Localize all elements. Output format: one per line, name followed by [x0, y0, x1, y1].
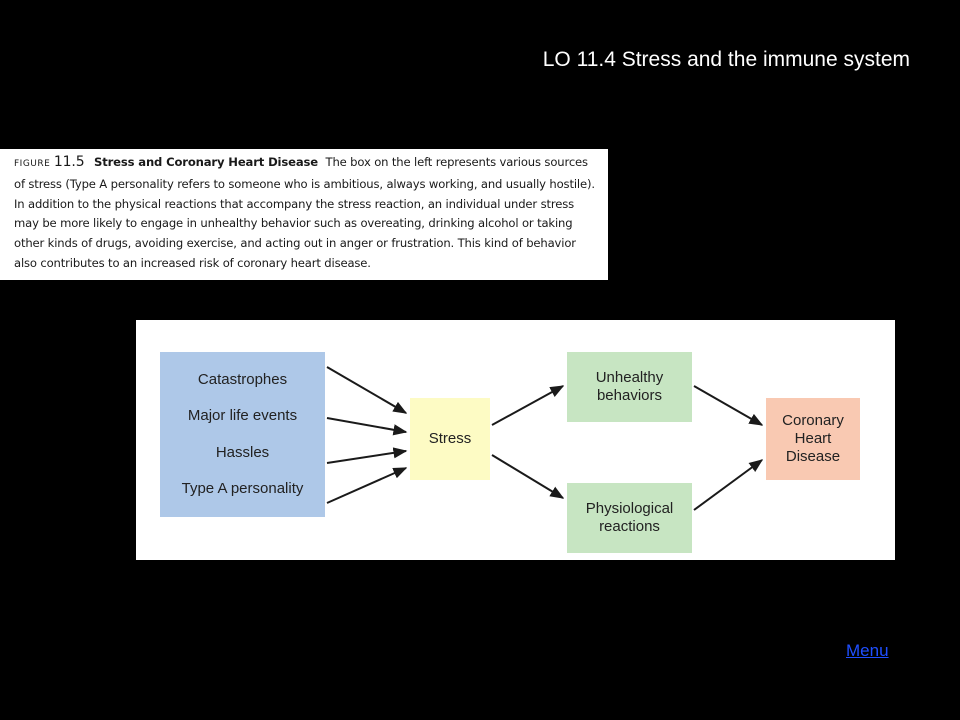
figure-caption: FIGURE 11.5 Stress and Coronary Heart Di… — [0, 149, 608, 280]
arrow-unhealthy-to-chd — [693, 385, 764, 426]
arrow-physiological-to-chd — [693, 459, 764, 511]
stress-label: Stress — [428, 430, 472, 447]
stress-box: Stress — [410, 398, 490, 480]
figure-title: Stress and Coronary Heart Disease — [94, 155, 318, 169]
unhealthy-label-line-1: Unhealthy — [595, 369, 664, 386]
source-major-life-events: Major life events — [187, 407, 298, 425]
arrow-type-a-to-stress — [326, 467, 408, 504]
source-type-a-personality: Type A personality — [181, 479, 304, 497]
arrow-hassles-to-stress — [326, 447, 408, 464]
outcome-label-line-3: Disease — [785, 448, 841, 465]
physiological-reactions-box: Physiological reactions — [567, 483, 692, 553]
stress-sources-box: Catastrophes Major life events Hassles T… — [160, 352, 325, 517]
outcome-label-line-2: Heart — [794, 430, 832, 447]
unhealthy-label-line-2: behaviors — [596, 387, 663, 404]
source-hassles: Hassles — [215, 443, 270, 461]
physiological-label-line-1: Physiological — [585, 500, 674, 517]
arrow-stress-to-unhealthy — [491, 385, 565, 426]
stress-diagram: Catastrophes Major life events Hassles T… — [136, 320, 895, 560]
coronary-heart-disease-box: Coronary Heart Disease — [766, 398, 860, 480]
unhealthy-behaviors-box: Unhealthy behaviors — [567, 352, 692, 422]
diagram-arrows — [326, 366, 764, 511]
source-catastrophes: Catastrophes — [197, 371, 288, 389]
arrow-catastrophes-to-stress — [326, 366, 408, 414]
figure-number: 11.5 — [53, 154, 85, 170]
slide-title: LO 11.4 Stress and the immune system — [542, 48, 910, 71]
arrow-stress-to-physiological — [491, 454, 565, 499]
figure-word: FIGURE — [14, 159, 51, 169]
figure-caption-body: The box on the left represents various s… — [14, 155, 595, 270]
arrow-major-life-events-to-stress — [326, 417, 408, 436]
physiological-label-line-2: reactions — [599, 518, 660, 535]
outcome-label-line-1: Coronary — [782, 412, 844, 429]
menu-link[interactable]: Menu — [846, 641, 889, 660]
